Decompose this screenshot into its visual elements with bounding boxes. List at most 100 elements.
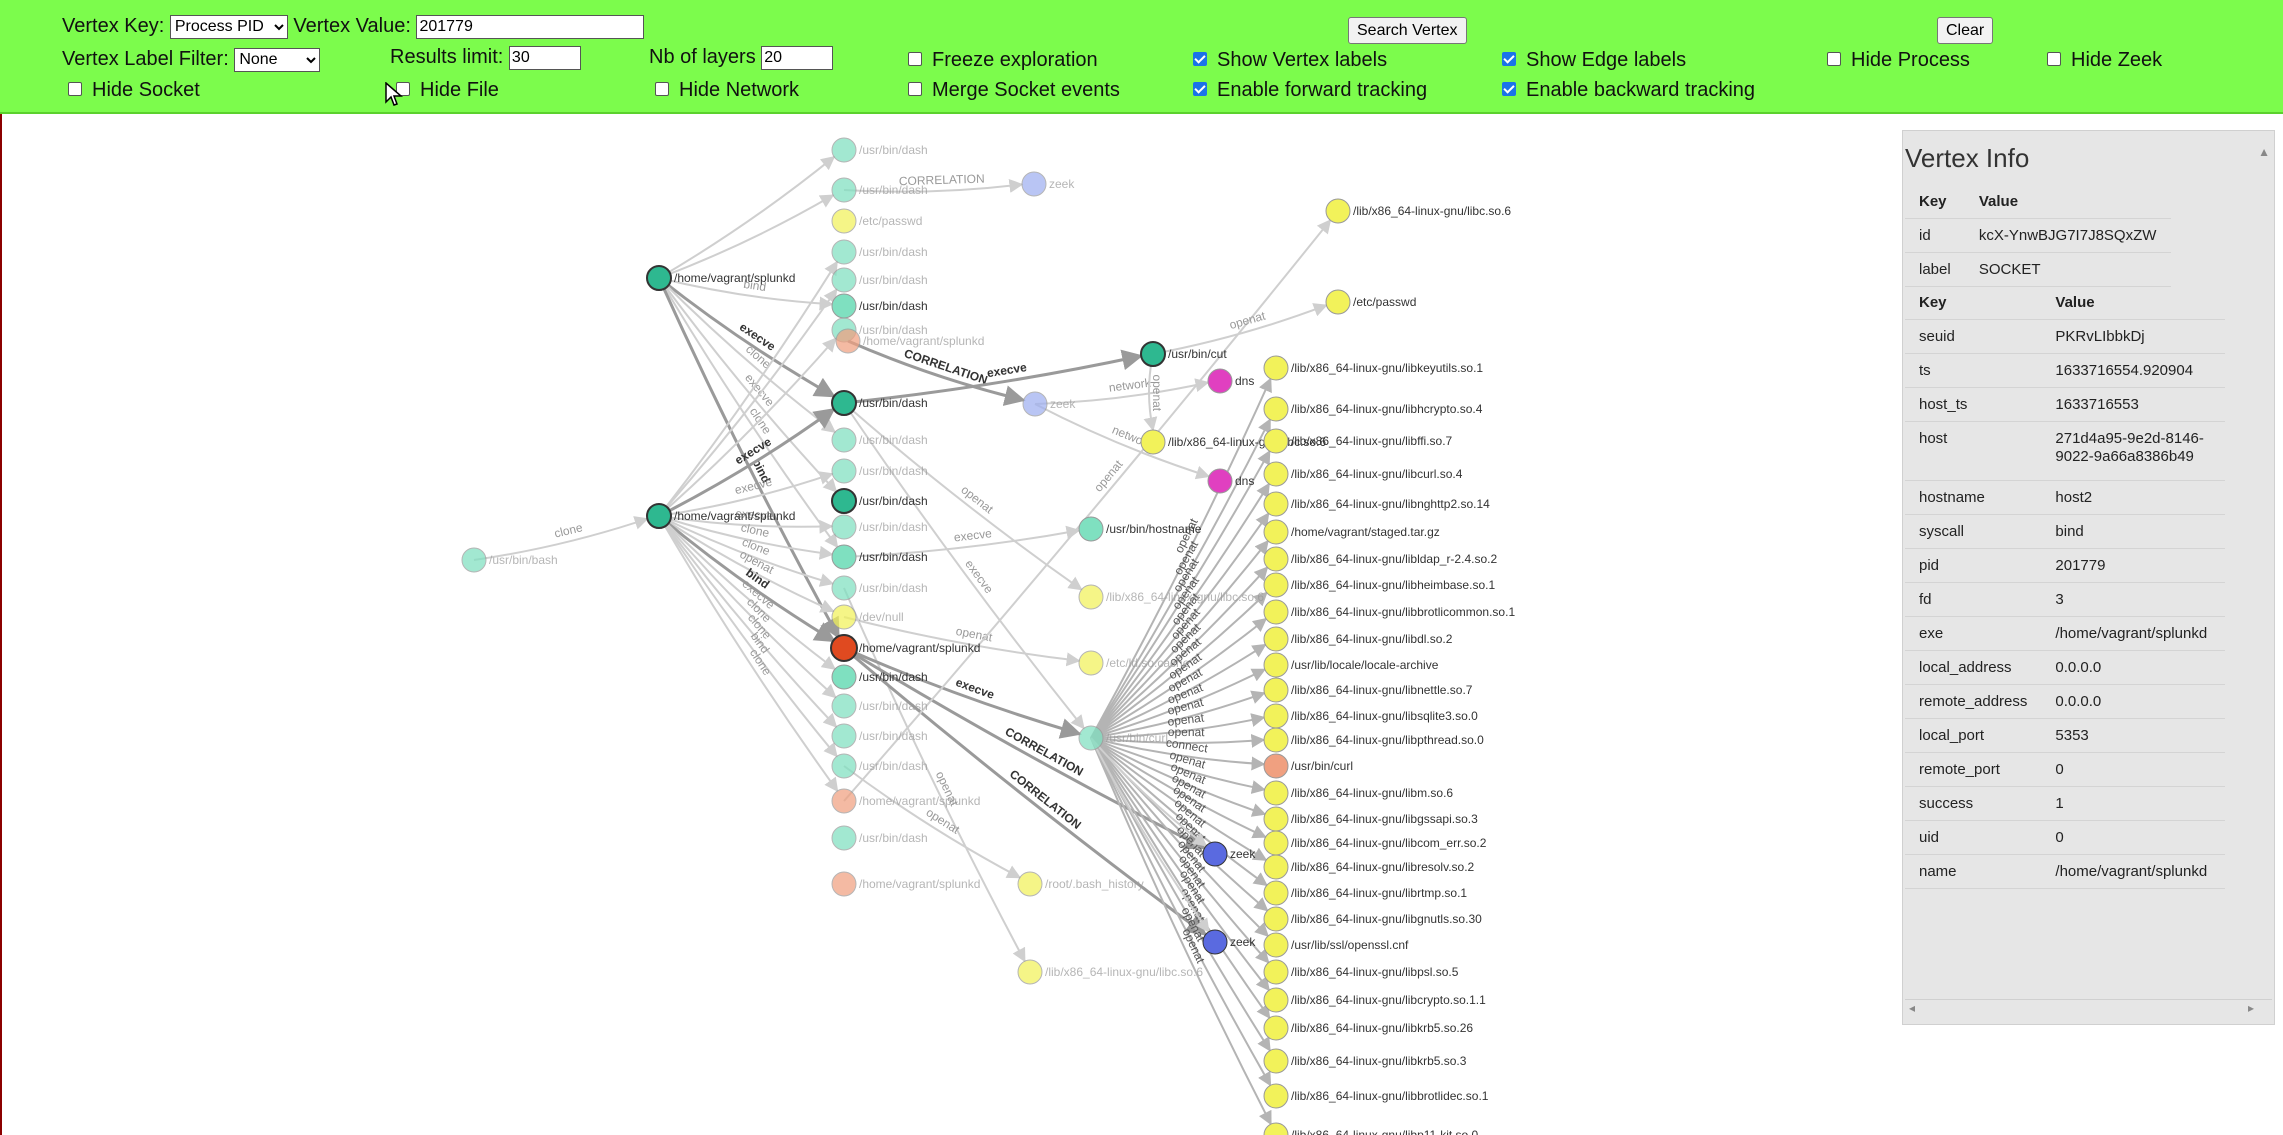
graph-node-process[interactable]: /usr/bin/dash — [831, 753, 928, 779]
node-circle[interactable] — [1263, 428, 1289, 454]
graph-node-zeek[interactable]: zeek — [1021, 171, 1075, 197]
edge-line[interactable] — [658, 515, 837, 699]
node-circle[interactable] — [1021, 171, 1047, 197]
graph-node-process[interactable]: /usr/bin/dash — [831, 575, 928, 601]
node-circle[interactable] — [1263, 1083, 1289, 1109]
merge-socket-checkbox[interactable] — [908, 81, 922, 96]
graph-node-process[interactable]: /usr/bin/curl — [1078, 725, 1168, 751]
graph-node-file[interactable]: /lib/x86_64-linux-gnu/libffi.so.7 — [1263, 428, 1453, 454]
edge-line[interactable] — [658, 288, 838, 517]
node-circle[interactable] — [830, 634, 858, 662]
node-circle[interactable] — [1263, 959, 1289, 985]
graph-node-file[interactable]: /lib/x86_64-linux-gnu/libc.so.6 — [1078, 584, 1264, 610]
graph-node-file[interactable]: /lib/x86_64-linux-gnu/libp11-kit.so.0 — [1263, 1122, 1479, 1135]
edge-line[interactable] — [1090, 737, 1267, 817]
node-circle[interactable] — [1263, 830, 1289, 856]
graph-node-file[interactable]: /etc/passwd — [831, 208, 922, 234]
hide-network-option[interactable]: Hide Network — [655, 77, 799, 103]
edge-line[interactable] — [1034, 378, 1210, 405]
node-circle[interactable] — [1263, 1015, 1289, 1041]
edge-line[interactable] — [1090, 512, 1270, 739]
node-circle[interactable] — [646, 265, 672, 291]
graph-edge[interactable] — [658, 288, 838, 517]
edge-line[interactable] — [1090, 733, 1266, 748]
graph-node-process[interactable]: /usr/bin/dash — [831, 825, 928, 851]
scroll-up-icon[interactable]: ▲ — [2258, 145, 2270, 159]
graph-node-process[interactable]: /home/vagrant/splunkd — [646, 503, 795, 529]
graph-edge[interactable] — [1090, 737, 1208, 847]
graph-node-process[interactable]: /usr/bin/dash — [831, 267, 928, 293]
edge-line[interactable] — [1090, 617, 1268, 739]
provenance-graph-canvas[interactable]: clonebindexecveexecveclonebindcloneexecv… — [0, 114, 1890, 1135]
node-circle[interactable] — [1263, 780, 1289, 806]
graph-node-process[interactable]: /usr/bin/dash — [831, 488, 928, 514]
graph-edge[interactable]: clone — [473, 516, 649, 561]
vertex-value-input[interactable] — [416, 14, 645, 39]
edge-line[interactable] — [658, 515, 837, 670]
scroll-right-icon[interactable]: ▸ — [2247, 1001, 2254, 1015]
graph-edge[interactable]: CORRELATION — [843, 172, 1024, 193]
edge-line[interactable] — [1090, 737, 1210, 933]
graph-edge[interactable]: openat — [843, 765, 1022, 879]
edge-line[interactable] — [1090, 591, 1268, 739]
show-edge-labels-checkbox[interactable] — [1502, 51, 1516, 66]
graph-node-process[interactable]: /usr/bin/dash — [831, 239, 928, 265]
node-circle[interactable] — [1325, 289, 1351, 315]
edge-line[interactable] — [1090, 737, 1267, 839]
freeze-exploration-checkbox[interactable] — [908, 51, 922, 66]
graph-node-process[interactable]: /usr/bin/bash — [461, 547, 558, 573]
merge-socket-option[interactable]: Merge Socket events — [908, 77, 1120, 103]
graph-node-file[interactable]: /lib/x86_64-linux-gnu/libgssapi.so.3 — [1263, 806, 1478, 832]
edge-line[interactable] — [1090, 482, 1270, 739]
graph-node-socket[interactable]: /home/vagrant/splunkd — [831, 871, 980, 897]
graph-edge[interactable]: execve — [843, 525, 1081, 558]
graph-node-socket[interactable]: /usr/bin/curl — [1263, 753, 1353, 779]
edge-line[interactable] — [843, 646, 1208, 936]
edge-line[interactable] — [1090, 737, 1271, 1020]
node-circle[interactable] — [1263, 932, 1289, 958]
node-circle[interactable] — [831, 514, 857, 540]
graph-node-file[interactable]: /lib/x86_64-linux-gnu/libbrotlicommon.so… — [1263, 599, 1515, 625]
graph-node-process[interactable]: /usr/bin/dash — [831, 723, 928, 749]
show-vertex-labels-option[interactable]: Show Vertex labels — [1193, 47, 1387, 73]
node-circle[interactable] — [831, 267, 857, 293]
edge-line[interactable] — [843, 219, 1332, 802]
graph-node-file[interactable]: /lib/x86_64-linux-gnu/libgnutls.so.30 — [1263, 906, 1482, 932]
edge-line[interactable] — [1090, 643, 1267, 739]
edge-line[interactable] — [658, 260, 838, 517]
edge-line[interactable] — [843, 587, 1026, 963]
graph-node-zeek_dark[interactable]: zeek — [1202, 841, 1256, 867]
node-circle[interactable] — [831, 753, 857, 779]
node-circle[interactable] — [1263, 491, 1289, 517]
edge-line[interactable] — [843, 402, 1085, 730]
vertex-key-select[interactable]: Process PID — [169, 14, 288, 39]
node-circle[interactable] — [1202, 841, 1228, 867]
edge-line[interactable] — [843, 178, 1024, 193]
node-circle[interactable] — [831, 871, 857, 897]
edge-line[interactable] — [1090, 713, 1266, 739]
edge-line[interactable] — [843, 402, 1083, 591]
node-circle[interactable] — [831, 177, 857, 203]
node-circle[interactable] — [831, 544, 857, 570]
edge-line[interactable] — [473, 516, 649, 561]
hide-zeek-option[interactable]: Hide Zeek — [2047, 47, 2162, 73]
graph-edge[interactable]: openat — [1090, 725, 1266, 748]
edge-line[interactable] — [658, 515, 838, 758]
edge-line[interactable] — [843, 646, 1207, 850]
show-vertex-labels-checkbox[interactable] — [1193, 51, 1207, 66]
node-circle[interactable] — [1263, 396, 1289, 422]
edge-line[interactable] — [658, 515, 838, 728]
node-circle[interactable] — [831, 427, 857, 453]
graph-edge[interactable]: execve — [843, 646, 1082, 739]
node-circle[interactable] — [1263, 519, 1289, 545]
edge-line[interactable] — [658, 515, 839, 793]
edge-line[interactable] — [1090, 539, 1269, 739]
graph-node-file[interactable]: /etc/ld.so.cache — [1078, 650, 1190, 676]
node-circle[interactable] — [831, 208, 857, 234]
horizontal-scrollbar[interactable]: ◂ ▸ — [1905, 999, 2272, 1016]
graph-node-process[interactable]: /usr/bin/dash — [831, 664, 928, 690]
search-vertex-button[interactable]: Search Vertex — [1348, 17, 1467, 44]
edge-line[interactable] — [1090, 566, 1269, 739]
graph-node-file[interactable]: /root/.bash_history — [1017, 871, 1144, 897]
edge-line[interactable] — [1090, 449, 1271, 739]
